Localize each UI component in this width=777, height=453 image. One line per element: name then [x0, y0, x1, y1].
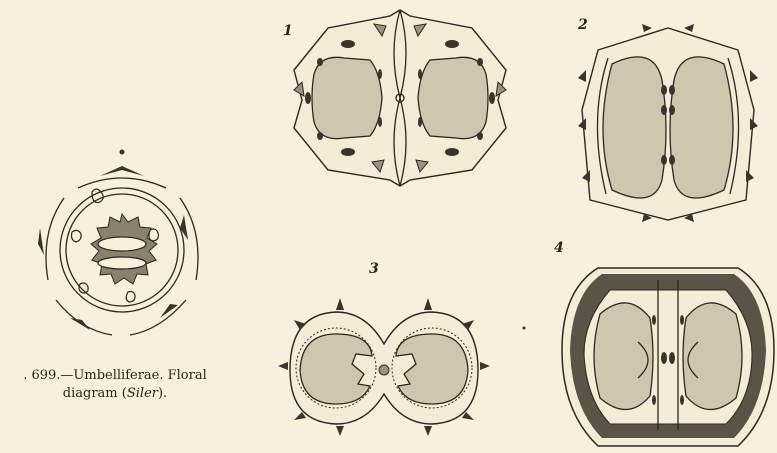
floral-diagram — [0, 0, 230, 360]
figure-caption: . 699.—Umbelliferae. Floral diagram (Sil… — [0, 367, 230, 403]
fruit-section-4 — [558, 250, 777, 450]
caption-line-1: . 699.—Umbelliferae. Floral — [0, 367, 230, 385]
figure-number-3: 3 — [369, 261, 379, 277]
caption-line-2: diagram (Siler). — [0, 385, 230, 403]
fruit-section-2 — [568, 10, 768, 230]
fruit-section-1 — [270, 2, 530, 182]
fruit-section-3 — [274, 290, 494, 440]
